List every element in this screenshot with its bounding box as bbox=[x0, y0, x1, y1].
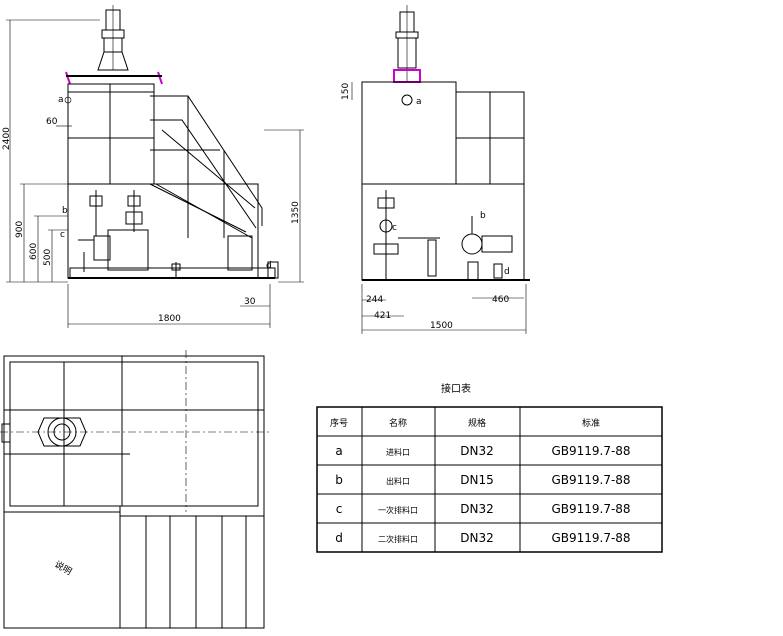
dim-1500: 1500 bbox=[430, 321, 453, 331]
plan-note: 说明 bbox=[53, 558, 75, 577]
header-name: 名称 bbox=[389, 417, 407, 429]
dim-2400: 2400 bbox=[2, 127, 12, 150]
marker-c-side: c bbox=[392, 223, 397, 233]
row-a-size: DN32 bbox=[460, 444, 494, 458]
mixer-motor bbox=[97, 5, 129, 71]
dim-150: 150 bbox=[341, 83, 351, 100]
marker-a-side: a bbox=[416, 97, 422, 107]
header-std: 标准 bbox=[582, 417, 600, 429]
staircase bbox=[149, 95, 263, 239]
dim-1800: 1800 bbox=[158, 314, 181, 324]
marker-d-front: d bbox=[266, 261, 272, 271]
row-c-name: 一次排料口 bbox=[378, 505, 418, 515]
dim-30: 30 bbox=[244, 297, 256, 307]
row-d-id: d bbox=[335, 531, 343, 545]
row-b-id: b bbox=[335, 473, 343, 487]
dim-421: 421 bbox=[374, 311, 391, 321]
dim-460: 460 bbox=[492, 295, 509, 305]
marker-b-side: b bbox=[480, 211, 486, 221]
marker-c-front: c bbox=[60, 230, 65, 240]
connection-table: 接口表 序号 名称 规格 标准 a 进料口 DN32 GB9119.7-88 b… bbox=[316, 382, 663, 553]
row-a-name: 进料口 bbox=[386, 447, 410, 457]
row-d-std: GB9119.7-88 bbox=[551, 531, 630, 545]
row-d-name: 二次排料口 bbox=[378, 534, 418, 544]
marker-d-side: d bbox=[504, 267, 510, 277]
dim-600: 600 bbox=[29, 243, 39, 260]
row-b-std: GB9119.7-88 bbox=[551, 473, 630, 487]
dim-1350: 1350 bbox=[291, 201, 301, 224]
dim-500: 500 bbox=[43, 249, 53, 266]
row-a-id: a bbox=[335, 444, 342, 458]
row-c-id: c bbox=[336, 502, 343, 516]
row-b-size: DN15 bbox=[460, 473, 494, 487]
row-c-size: DN32 bbox=[460, 502, 494, 516]
dim-244: 244 bbox=[366, 295, 383, 305]
marker-a-front: a bbox=[58, 95, 64, 105]
row-c-std: GB9119.7-88 bbox=[551, 502, 630, 516]
row-b-name: 出料口 bbox=[386, 476, 410, 486]
table-title: 接口表 bbox=[441, 382, 471, 395]
plan-view: 说明 bbox=[0, 350, 270, 629]
header-size: 规格 bbox=[468, 417, 486, 429]
row-d-size: DN32 bbox=[460, 531, 494, 545]
header-no: 序号 bbox=[330, 417, 348, 429]
dim-60: 60 bbox=[46, 117, 58, 127]
marker-b-front: b bbox=[62, 206, 68, 216]
front-elevation: 2400 900 600 500 60 1350 1800 30 a b c d bbox=[2, 5, 304, 328]
dim-900: 900 bbox=[15, 221, 25, 238]
side-elevation: 150 244 421 1500 460 a b c d bbox=[341, 5, 530, 334]
row-a-std: GB9119.7-88 bbox=[551, 444, 630, 458]
